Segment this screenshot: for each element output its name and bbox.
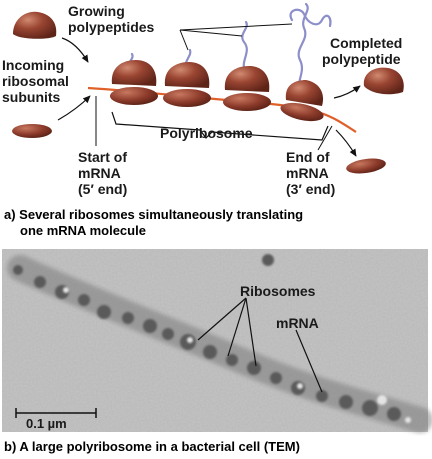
label-completed-1: Completed xyxy=(330,35,402,51)
incoming-subunit-large xyxy=(13,11,57,39)
panel-a-diagram: Growing polypeptides Incoming ribosomal … xyxy=(2,2,404,238)
label-start-1: Start of xyxy=(78,149,127,165)
released-large-subunit xyxy=(363,67,404,95)
label-growing-1: Growing xyxy=(68,3,125,19)
polypeptide-medium xyxy=(241,20,248,74)
tem-leader-lines xyxy=(197,297,323,393)
caption-b: b) A large polyribosome in a bacterial c… xyxy=(4,439,300,454)
label-growing-2: polypeptides xyxy=(68,19,155,35)
ribosome-2 xyxy=(163,62,211,107)
tem-highlight-specks xyxy=(63,287,411,423)
incoming-subunit-small xyxy=(12,124,52,138)
ribosome-3 xyxy=(223,66,271,111)
label-end-1: End of xyxy=(286,149,330,165)
label-incoming-2: ribosomal xyxy=(2,73,69,89)
polypeptide-long xyxy=(297,2,309,94)
growing-leader-lines xyxy=(179,23,293,51)
label-start-2: mRNA xyxy=(78,165,121,181)
caption-a-line-1: a) Several ribosomes simultaneously tran… xyxy=(4,207,303,222)
polyribosome-bracket xyxy=(111,111,329,141)
label-end-3: (3′ end) xyxy=(286,181,335,197)
label-end-2: mRNA xyxy=(286,165,329,181)
caption-a-line-2: one mRNA molecule xyxy=(20,223,146,238)
label-incoming-1: Incoming xyxy=(2,57,64,73)
scale-bar-label: 0.1 µm xyxy=(26,416,67,431)
label-completed-2: polypeptide xyxy=(322,51,401,67)
completed-polypeptide-chain xyxy=(289,8,332,28)
arrow-released-small xyxy=(335,129,357,157)
tem-ribosome-particles xyxy=(13,254,401,421)
ribosome-4 xyxy=(280,80,324,122)
label-ribosomes: Ribosomes xyxy=(240,283,316,299)
scale-bar: 0.1 µm xyxy=(15,408,97,431)
arrow-incoming-small xyxy=(57,95,91,121)
label-polyribosome: Polyribosome xyxy=(160,125,253,141)
label-mrna: mRNA xyxy=(276,315,319,331)
label-incoming-3: subunits xyxy=(2,89,61,105)
arrow-incoming-large xyxy=(61,37,89,63)
arrow-completed xyxy=(333,85,361,99)
released-small-subunit xyxy=(346,158,386,174)
end-leader-line xyxy=(317,125,333,151)
ribosome-1 xyxy=(110,60,158,105)
panel-b-tem-micrograph: Ribosomes mRNA 0.1 µm xyxy=(2,249,432,433)
label-start-3: (5′ end) xyxy=(78,181,127,197)
